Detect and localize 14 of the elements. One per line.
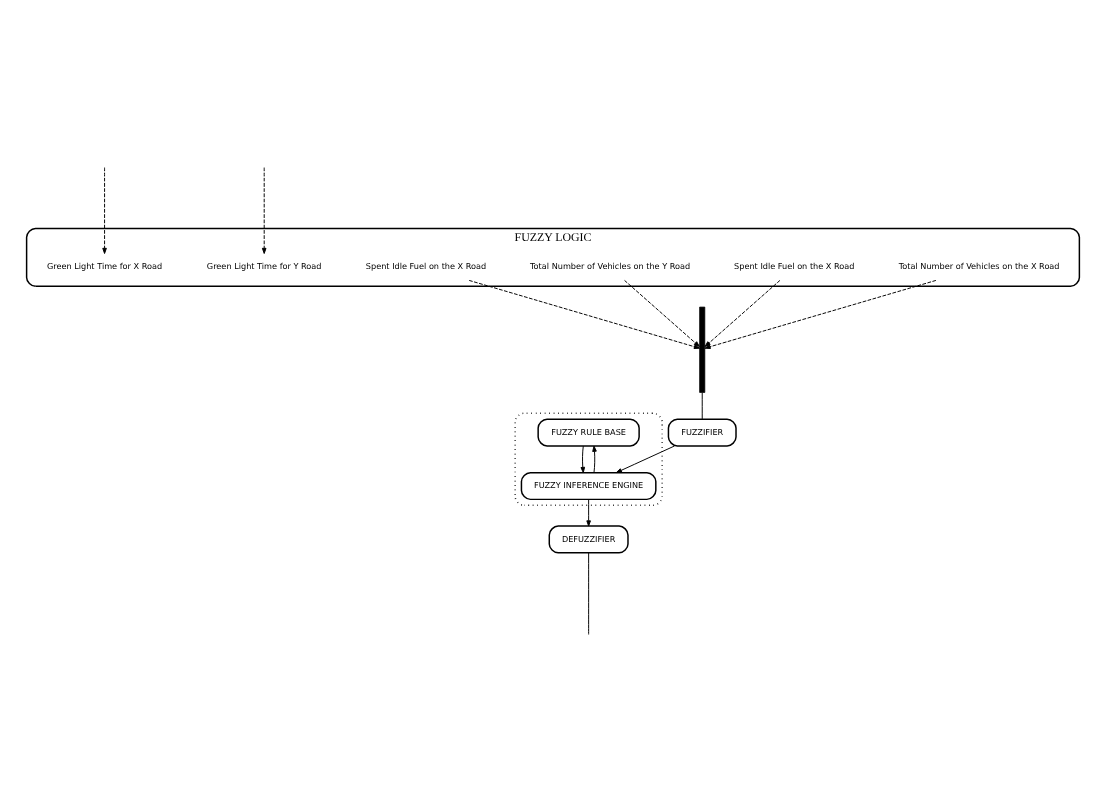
node-bar <box>699 306 706 393</box>
connector <box>701 392 703 420</box>
arrow <box>704 279 937 349</box>
arrow <box>615 445 675 474</box>
arrow <box>586 499 591 527</box>
arrow <box>704 279 781 347</box>
arrow <box>592 445 597 474</box>
cluster <box>514 412 663 507</box>
arrow <box>468 279 700 349</box>
arrow <box>624 279 700 347</box>
arrow <box>261 167 267 254</box>
arrow <box>102 167 107 254</box>
arrow <box>580 445 586 474</box>
connector <box>588 552 590 635</box>
